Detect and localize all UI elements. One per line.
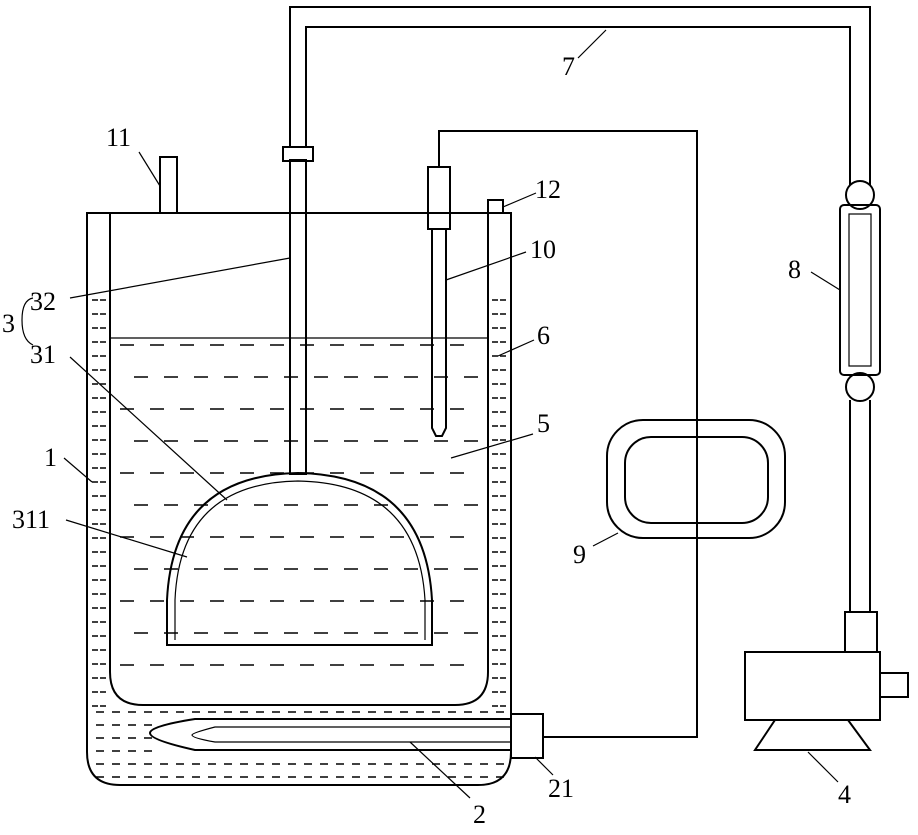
label-32: 32 xyxy=(30,287,56,316)
pump-base xyxy=(755,720,870,750)
leader-311 xyxy=(66,520,187,557)
heater-inner xyxy=(192,727,511,742)
leader-31 xyxy=(70,357,227,500)
label-1: 1 xyxy=(44,443,57,472)
label-7: 7 xyxy=(562,52,575,81)
label-31: 31 xyxy=(30,340,56,369)
vent-cap xyxy=(488,200,503,213)
shaft-coupling xyxy=(283,147,313,161)
stirrer-shaft xyxy=(290,160,306,474)
inlet-pipe xyxy=(160,157,177,213)
pump-body xyxy=(745,652,880,720)
label-8: 8 xyxy=(788,255,801,284)
tube-7-outer xyxy=(290,7,870,185)
pump-outlet xyxy=(880,673,908,697)
label-9: 9 xyxy=(573,540,586,569)
leader-9 xyxy=(593,533,618,546)
label-12: 12 xyxy=(535,175,561,204)
label-10: 10 xyxy=(530,235,556,264)
leader-21 xyxy=(535,757,553,775)
probe-head xyxy=(428,167,450,229)
label-6: 6 xyxy=(537,321,550,350)
tube-7-inner xyxy=(306,27,850,185)
leader-4 xyxy=(808,752,838,782)
stirrer-dome xyxy=(167,473,432,645)
label-4: 4 xyxy=(838,780,851,809)
leader-8 xyxy=(811,272,840,290)
label-311: 311 xyxy=(12,505,50,534)
heater-outer xyxy=(150,719,511,750)
leader-12 xyxy=(503,193,536,207)
flowmeter-body xyxy=(840,205,880,375)
probe-rod xyxy=(432,229,446,436)
flowmeter-bottom-joint xyxy=(846,373,874,401)
label-11: 11 xyxy=(106,123,131,152)
heater-connector xyxy=(511,714,543,758)
label-5: 5 xyxy=(537,409,550,438)
control-wire xyxy=(439,131,697,737)
inner-liquid-dashes xyxy=(120,345,478,665)
label-3: 3 xyxy=(2,309,15,338)
label-2: 2 xyxy=(473,800,486,829)
leader-11 xyxy=(139,152,160,186)
pump-inlet xyxy=(845,612,877,652)
leader-10 xyxy=(446,252,526,280)
flowmeter-glass xyxy=(849,214,871,366)
leader-32 xyxy=(70,258,290,298)
label-21: 21 xyxy=(548,774,574,803)
leader-7 xyxy=(578,30,606,58)
outer-tank xyxy=(87,213,511,785)
